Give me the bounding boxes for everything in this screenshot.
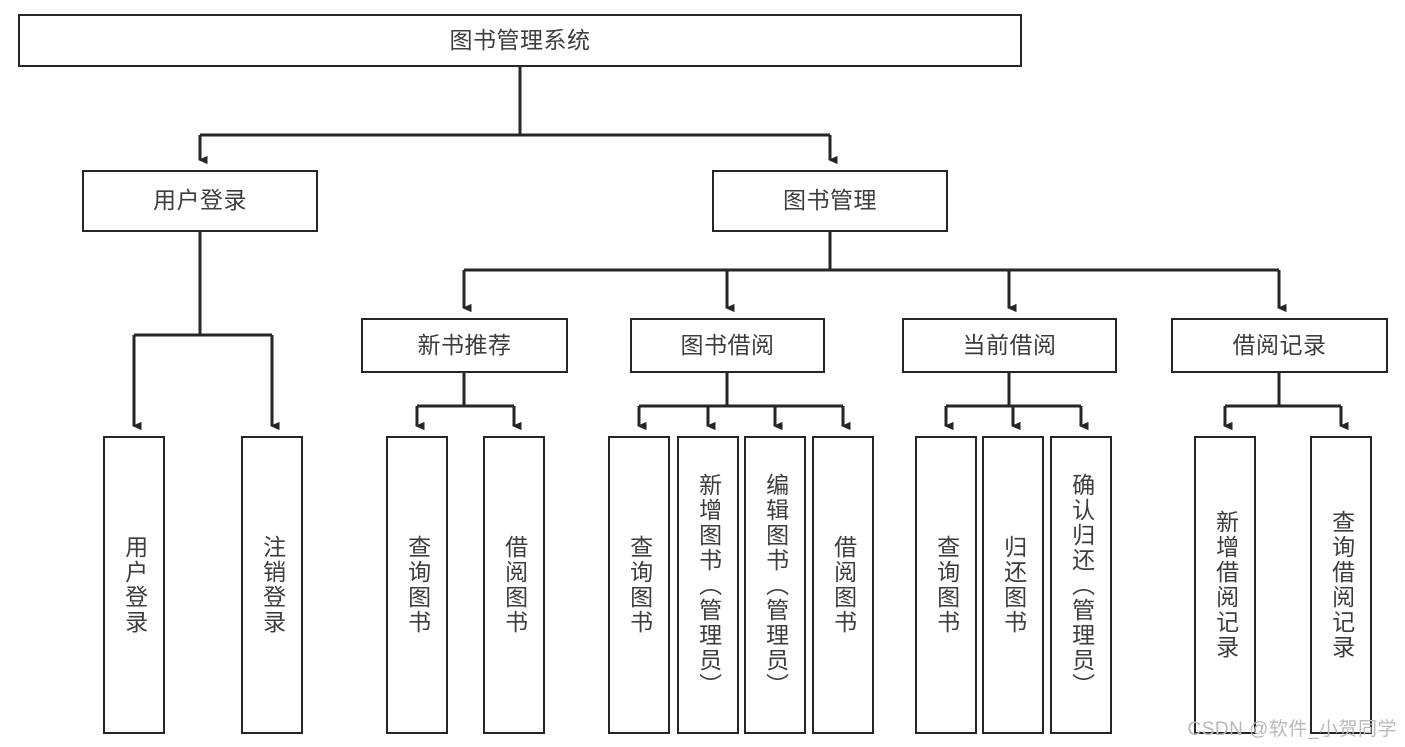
node-leaf-query-book-borrow-label: 查询图书 [626, 535, 653, 635]
node-book-borrow[interactable]: 图书借阅 [630, 318, 825, 373]
node-leaf-query-record-label: 查询借阅记录 [1328, 510, 1355, 660]
node-borrow-record-label: 借阅记录 [1232, 331, 1327, 358]
node-new-book-recommend[interactable]: 新书推荐 [361, 318, 568, 373]
node-leaf-add-book-label: 新增图书（管理员） [695, 472, 722, 698]
node-current-borrow[interactable]: 当前借阅 [902, 318, 1117, 373]
node-leaf-query-record[interactable]: 查询借阅记录 [1310, 436, 1372, 734]
node-leaf-edit-book-label: 编辑图书（管理员） [762, 472, 789, 698]
node-leaf-query-book-cur[interactable]: 查询图书 [915, 436, 977, 734]
node-leaf-add-record[interactable]: 新增借阅记录 [1194, 436, 1256, 734]
node-book-borrow-label: 图书借阅 [680, 331, 775, 358]
node-leaf-edit-book[interactable]: 编辑图书（管理员） [744, 436, 806, 734]
node-user-login[interactable]: 用户登录 [82, 170, 318, 232]
node-leaf-borrow-book-label: 借阅图书 [830, 535, 857, 635]
node-leaf-query-book-rec-label: 查询图书 [404, 535, 431, 635]
node-leaf-confirm-return[interactable]: 确认归还（管理员） [1050, 436, 1112, 734]
node-new-book-recommend-label: 新书推荐 [417, 331, 512, 358]
node-leaf-logout-label: 注销登录 [259, 535, 286, 635]
node-leaf-return-book-label: 归还图书 [1000, 535, 1027, 635]
node-current-borrow-label: 当前借阅 [962, 331, 1057, 358]
node-leaf-borrow-book[interactable]: 借阅图书 [812, 436, 874, 734]
node-leaf-borrow-book-rec-label: 借阅图书 [501, 535, 528, 635]
node-leaf-query-book-rec[interactable]: 查询图书 [386, 436, 448, 734]
node-borrow-record[interactable]: 借阅记录 [1171, 318, 1388, 373]
node-book-manage[interactable]: 图书管理 [712, 170, 948, 232]
node-root[interactable]: 图书管理系统 [18, 14, 1022, 67]
node-book-manage-label: 图书管理 [783, 187, 877, 214]
node-leaf-user-login-label: 用户登录 [121, 535, 148, 635]
node-leaf-return-book[interactable]: 归还图书 [982, 436, 1044, 734]
node-leaf-user-login[interactable]: 用户登录 [103, 436, 165, 734]
node-root-label: 图书管理系统 [449, 26, 591, 53]
node-leaf-add-record-label: 新增借阅记录 [1212, 510, 1239, 660]
node-leaf-query-book-borrow[interactable]: 查询图书 [608, 436, 670, 734]
node-user-login-label: 用户登录 [153, 187, 247, 214]
node-leaf-query-book-cur-label: 查询图书 [933, 535, 960, 635]
node-leaf-add-book[interactable]: 新增图书（管理员） [677, 436, 739, 734]
watermark-text: CSDN @软件_小贺同学 [1187, 719, 1397, 740]
node-leaf-logout[interactable]: 注销登录 [241, 436, 303, 734]
node-leaf-confirm-return-label: 确认归还（管理员） [1068, 472, 1095, 698]
node-leaf-borrow-book-rec[interactable]: 借阅图书 [483, 436, 545, 734]
